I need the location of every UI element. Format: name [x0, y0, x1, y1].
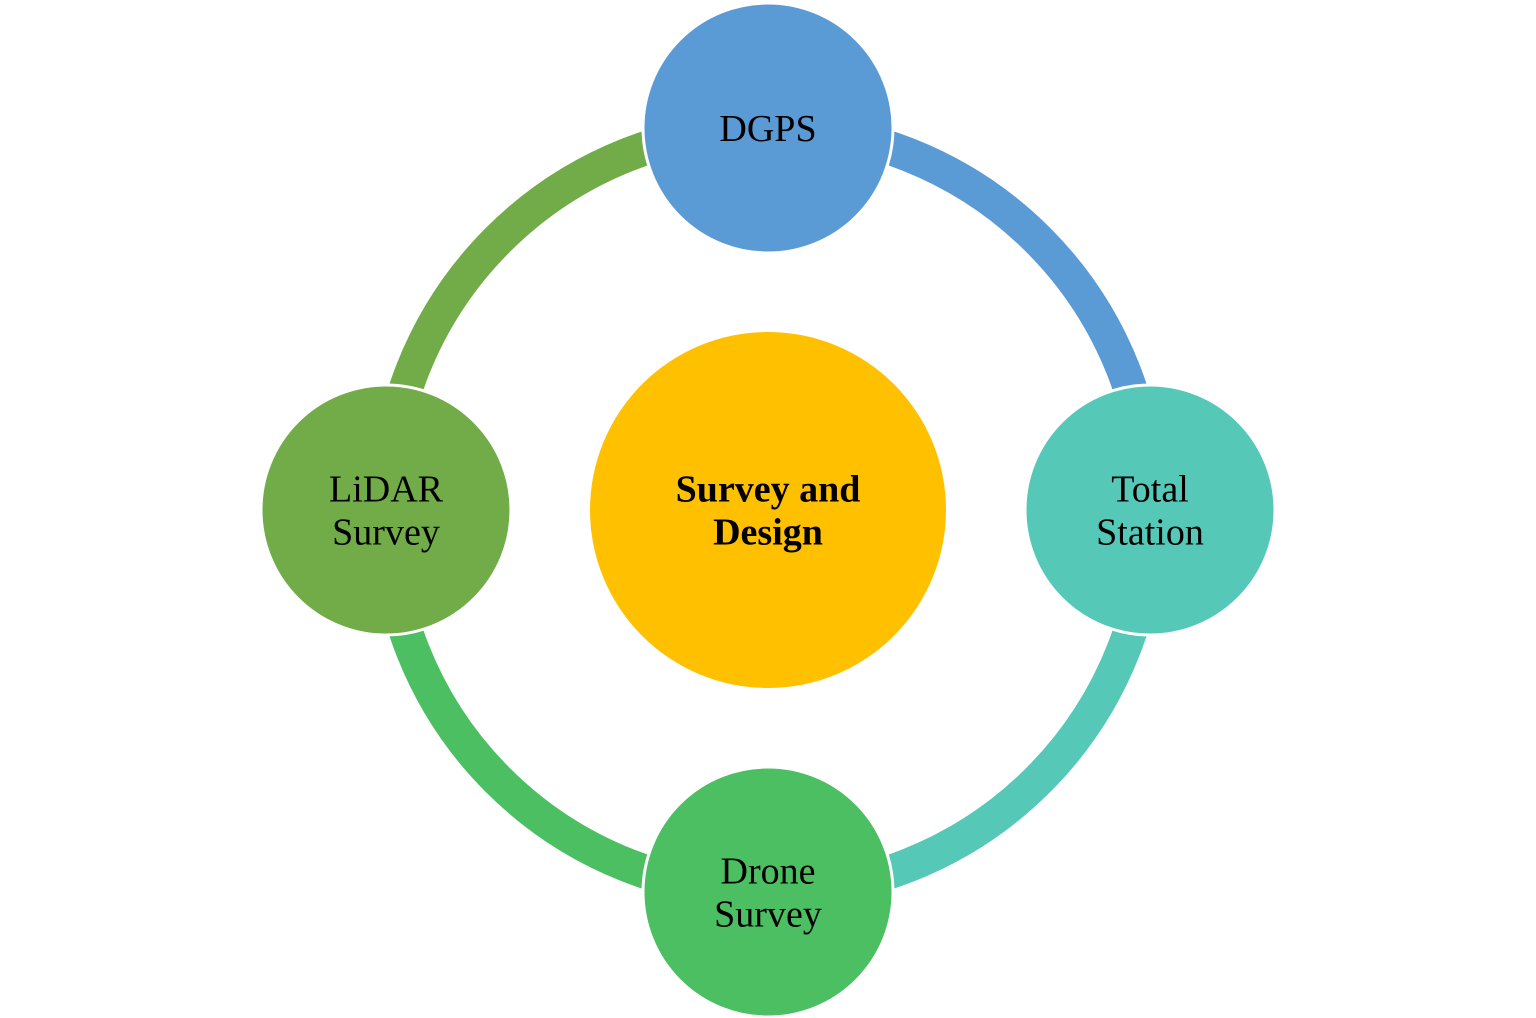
center-label-line-1: Survey and: [676, 469, 861, 511]
node-dgps: DGPS: [641, 1, 895, 255]
node-drone-survey-label-line-2: Survey: [714, 894, 822, 936]
node-circle-lidar-survey: [259, 383, 513, 637]
node-lidar-survey-label-line-1: LiDAR: [329, 469, 444, 511]
center-circle: [590, 332, 946, 688]
node-lidar-survey-label-line-2: Survey: [332, 512, 440, 554]
node-circle-total-station: [1023, 383, 1277, 637]
node-circle-dgps: [641, 1, 895, 255]
node-total-station-label-line-1: Total: [1111, 469, 1189, 511]
node-drone-survey-label-line-1: Drone: [721, 851, 816, 893]
node-total-station-label-line-2: Station: [1096, 512, 1204, 554]
node-dgps-label-line-1: DGPS: [719, 108, 816, 150]
node-circle-drone-survey: [641, 765, 895, 1018]
center-label-line-2: Design: [713, 512, 823, 554]
